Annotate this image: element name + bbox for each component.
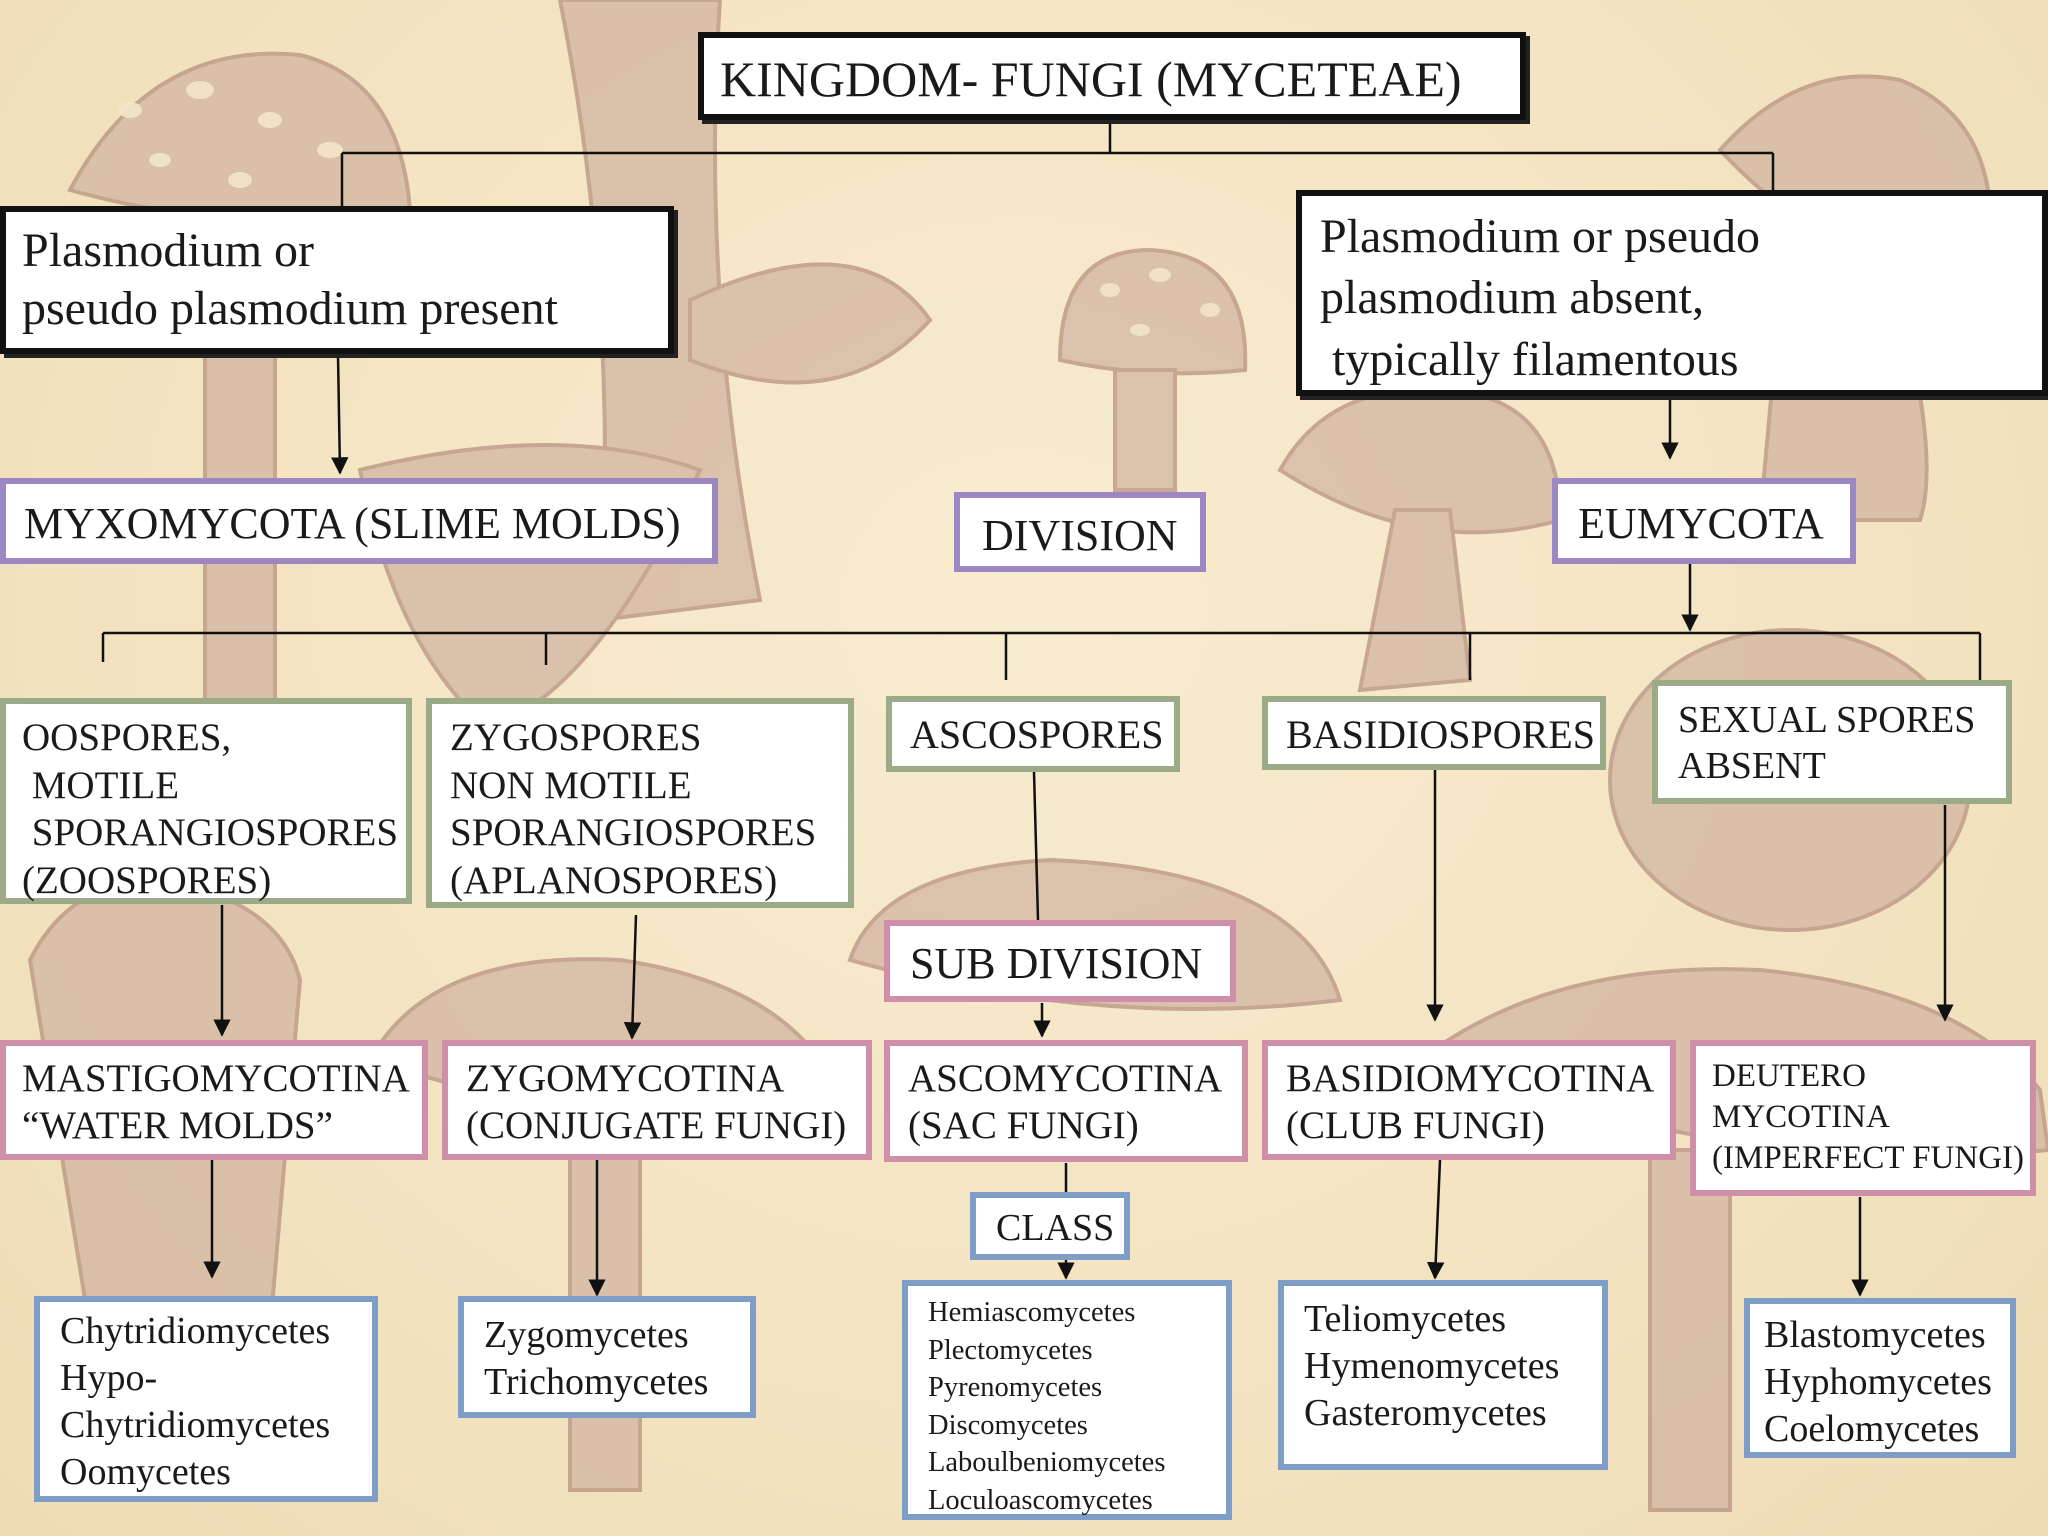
spores-zygospores-line-3: SPORANGIOSPORES [450,811,817,855]
branch-right-box: Plasmodium or pseudo plasmodium absent, … [1296,190,2048,396]
class-box-zygomycetes: Zygomycetes Trichomycetes [458,1296,756,1418]
branch-left-line-1: Plasmodium or [22,224,315,277]
arrow-to-myxomycota [330,354,349,475]
subdivision-zygo-line-1: ZYGOMYCOTINA [466,1057,785,1100]
branch-right-line-3: typically filamentous [1320,332,1739,386]
class-basidio-line-2: Hymenomycetes [1304,1345,1560,1388]
bracket-fungus [688,262,933,385]
subdivision-label-box: SUB DIVISION [884,920,1236,1002]
class-chytrid-line-4: Oomycetes [60,1451,231,1494]
mushroom-stem-lower-right [1648,1148,1732,1512]
spores-sexual-absent-line-2: ABSENT [1678,744,1826,787]
class-chytrid-line-3: Chytridiomycetes [60,1404,331,1447]
class-box-basidiomycetes: Teliomycetes Hymenomycetes Gasteromycete… [1278,1280,1608,1470]
spores-zygospores-line-4: (APLANOSPORES) [450,858,778,902]
subdivision-zygo-line-2: (CONJUGATE FUNGI) [466,1103,847,1147]
class-label-box: CLASS [970,1192,1130,1260]
subdivision-deutero-line-2: MYCOTINA [1712,1098,1890,1135]
myxomycota-label: MYXOMYCOTA (SLIME MOLDS) [24,499,681,548]
subdivision-label: SUB DIVISION [910,939,1203,988]
class-deutero-line-1: Blastomycetes [1764,1314,1986,1356]
subdivision-box-zygomycotina: ZYGOMYCOTINA (CONJUGATE FUNGI) [442,1040,872,1160]
spores-box-sexual-absent: SEXUAL SPORES ABSENT [1652,680,2012,804]
kingdom-title: KINGDOM- FUNGI (MYCETEAE) [720,51,1462,107]
subdivision-deutero-line-1: DEUTERO [1712,1058,1866,1094]
spores-oospores-line-3: SPORANGIOSPORES [22,811,399,855]
class-basidio-line-3: Gasteromycetes [1304,1392,1547,1435]
arrow-basidio-to-classes [1426,1159,1445,1280]
spores-sexual-absent-line-1: SEXUAL SPORES [1678,699,1976,741]
class-box-deuteromycetes: Blastomycetes Hyphomycetes Coelomycetes [1744,1298,2016,1458]
spores-oospores-line-4: (ZOOSPORES) [22,858,272,902]
branch-right-line-1: Plasmodium or pseudo [1320,210,1760,263]
subdivision-deutero-line-3: (IMPERFECT FUNGI) [1712,1139,2025,1176]
class-basidio-line-1: Teliomycetes [1304,1298,1507,1340]
spores-ascospores-line-1: ASCOSPORES [910,712,1164,757]
subdivision-mastigo-line-2: “WATER MOLDS” [22,1103,333,1147]
class-box-chytridiomycetes: Chytridiomycetes Hypo- Chytridiomycetes … [34,1296,378,1502]
class-asco-line-3: Pyrenomycetes [928,1372,1103,1404]
class-asco-line-2: Plectomycetes [928,1334,1093,1366]
spores-box-zygospores: ZYGOSPORES NON MOTILE SPORANGIOSPORES (A… [426,698,854,908]
subdivision-asco-line-1: ASCOMYCOTINA [908,1057,1223,1100]
spores-zygospores-line-1: ZYGOSPORES [450,716,702,759]
mushroom-stem-center [1113,368,1177,492]
spores-oospores-line-1: OOSPORES, [22,716,232,759]
eumycota-label: EUMYCOTA [1578,499,1824,548]
subdivision-basidio-line-1: BASIDIOMYCOTINA [1286,1057,1655,1100]
spores-box-basidiospores: BASIDIOSPORES [1262,696,1606,770]
class-asco-line-1: Hemiascomycetes [928,1297,1136,1328]
class-zygo-line-1: Zygomycetes [484,1314,689,1356]
subdivision-box-deuteromycotina: DEUTERO MYCOTINA (IMPERFECT FUNGI) [1690,1040,2036,1196]
class-deutero-line-3: Coelomycetes [1764,1408,1980,1451]
subdivision-box-basidiomycotina: BASIDIOMYCOTINA (CLUB FUNGI) [1262,1040,1676,1160]
subdivision-box-mastigomycotina: MASTIGOMYCOTINA “WATER MOLDS” [0,1040,428,1160]
subdivision-mastigo-line-1: MASTIGOMYCOTINA [22,1057,410,1100]
class-asco-line-4: Discomycetes [928,1409,1088,1441]
kingdom-title-box: KINGDOM- FUNGI (MYCETEAE) [698,32,1526,120]
spores-oospores-line-2: MOTILE [22,763,180,807]
class-chytrid-line-2: Hypo- [60,1357,158,1400]
subdivision-asco-line-2: (SAC FUNGI) [908,1103,1139,1147]
class-box-ascomycetes: Hemiascomycetes Plectomycetes Pyrenomyce… [902,1280,1232,1520]
class-zygo-line-2: Trichomycetes [484,1361,709,1404]
spores-box-oospores: OOSPORES, MOTILE SPORANGIOSPORES (ZOOSPO… [0,698,412,904]
class-asco-line-6: Loculoascomycetes [928,1485,1153,1517]
arrow-ascospores-to-subdivision [1032,771,1040,921]
branch-left-box: Plasmodium or pseudo plasmodium present [0,206,674,354]
subdivision-box-ascomycotina: ASCOMYCOTINA (SAC FUNGI) [884,1040,1248,1162]
division-label-box: DIVISION [954,492,1206,572]
spores-basidiospores-line-1: BASIDIOSPORES [1286,712,1595,757]
division-label: DIVISION [982,511,1178,560]
class-deutero-line-2: Hyphomycetes [1764,1361,1992,1404]
myxomycota-box: MYXOMYCOTA (SLIME MOLDS) [0,478,718,564]
branch-left-line-2: pseudo plasmodium present [22,281,558,335]
class-asco-line-5: Laboulbeniomycetes [928,1447,1166,1479]
eumycota-box: EUMYCOTA [1552,478,1856,564]
class-chytrid-line-1: Chytridiomycetes [60,1310,331,1352]
spores-box-ascospores: ASCOSPORES [886,696,1180,772]
subdivision-basidio-line-2: (CLUB FUNGI) [1286,1103,1545,1147]
spores-zygospores-line-2: NON MOTILE [450,763,692,807]
branch-right-line-2: plasmodium absent, [1320,271,1704,325]
class-label: CLASS [996,1207,1115,1249]
arrow-zygospores-to-zygo [623,914,642,1040]
